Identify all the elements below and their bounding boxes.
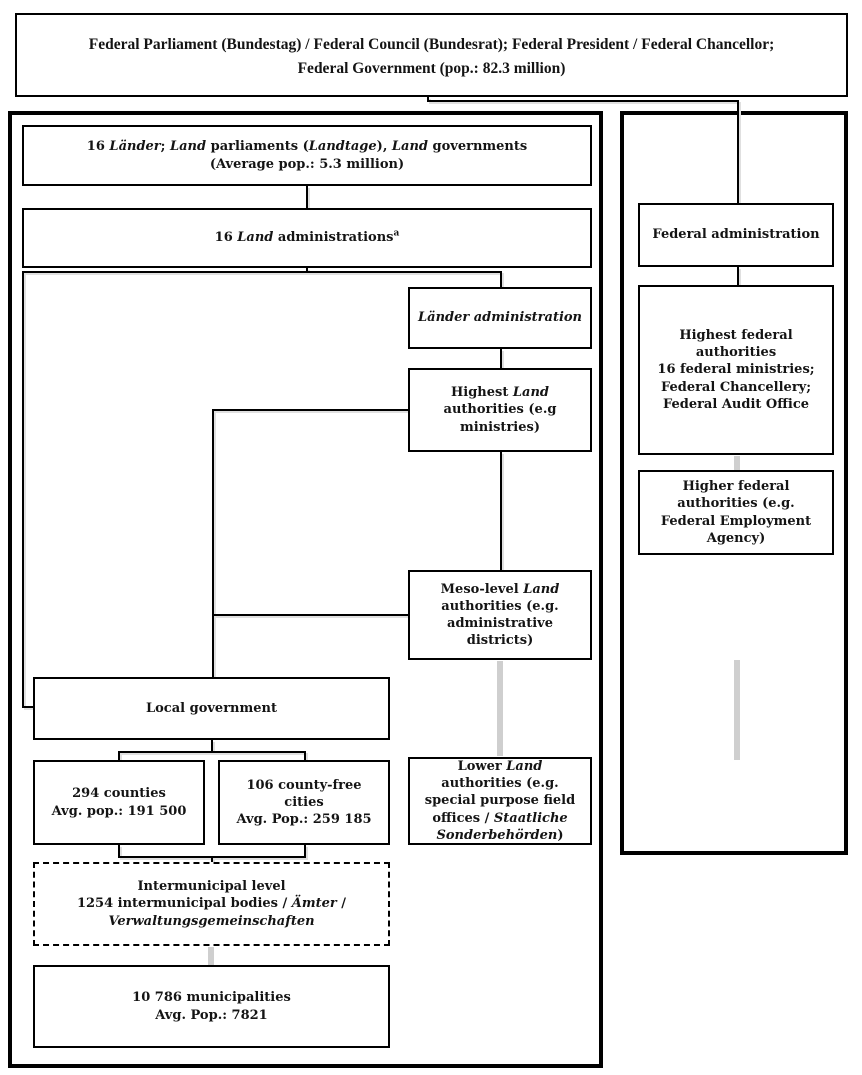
connector-counties-down-left [118, 845, 120, 858]
connector-highestland-left [212, 409, 408, 411]
box-16-land-administrations: 16 Land administrationsa [22, 208, 592, 268]
connector-landadmin-tick [306, 268, 308, 273]
connector-counties-drop-left [118, 751, 120, 760]
connector-highestfederal-to-higherfederal-faded [734, 456, 740, 470]
connector-mesoland-to-lowerland-faded [497, 661, 503, 756]
connector-mid-vertical-to-localgov [212, 409, 214, 677]
box-meso-level-land-authorities: Meso-level Land authorities (e.g. admini… [408, 570, 592, 660]
connector-left-vertical [22, 271, 24, 708]
connector-topbox-horizontal [427, 100, 739, 102]
connector-left-foot-to-localgov [22, 706, 34, 708]
connector-topbox-drop [427, 97, 429, 102]
box-16-laender: 16 Länder; Land parliaments (Landtage), … [22, 125, 592, 186]
connector-mesoland-left [212, 614, 408, 616]
connector-localgov-tick [211, 740, 213, 753]
connector-laender-to-landadmin [306, 186, 308, 208]
connector-counties-drop-right [304, 751, 306, 760]
box-local-government: Local government [33, 677, 390, 740]
connector-counties-down-right [304, 845, 306, 858]
box-lower-land-authorities: Lower Land authorities (e.g. special pur… [408, 757, 592, 845]
connector-landadmin-bracket [22, 271, 502, 273]
connector-laenderadmin-to-highestland [500, 349, 502, 368]
box-higher-federal-authorities: Higher federal authorities (e.g. Federal… [638, 470, 834, 555]
box-laender-administration: Länder administration [408, 287, 592, 349]
connector-intermunicipal-to-municipalities-faded [208, 947, 214, 965]
connector-intermunicipal-tick [211, 856, 213, 864]
box-highest-land-authorities: Highest Land authorities (e.g ministries… [408, 368, 592, 452]
connector-federaladmin-to-highestfederal [737, 267, 739, 285]
connector-counties-bracket-top [118, 751, 306, 753]
box-federal-parliament: Federal Parliament (Bundestag) / Federal… [15, 13, 848, 97]
connector-highestland-to-mesoland [500, 452, 502, 570]
connector-below-higherfederal-faded [734, 660, 740, 760]
connector-drop-laender-administration [500, 271, 502, 287]
connector-topbox-to-federal-admin [737, 100, 739, 203]
box-federal-administration: Federal administration [638, 203, 834, 267]
